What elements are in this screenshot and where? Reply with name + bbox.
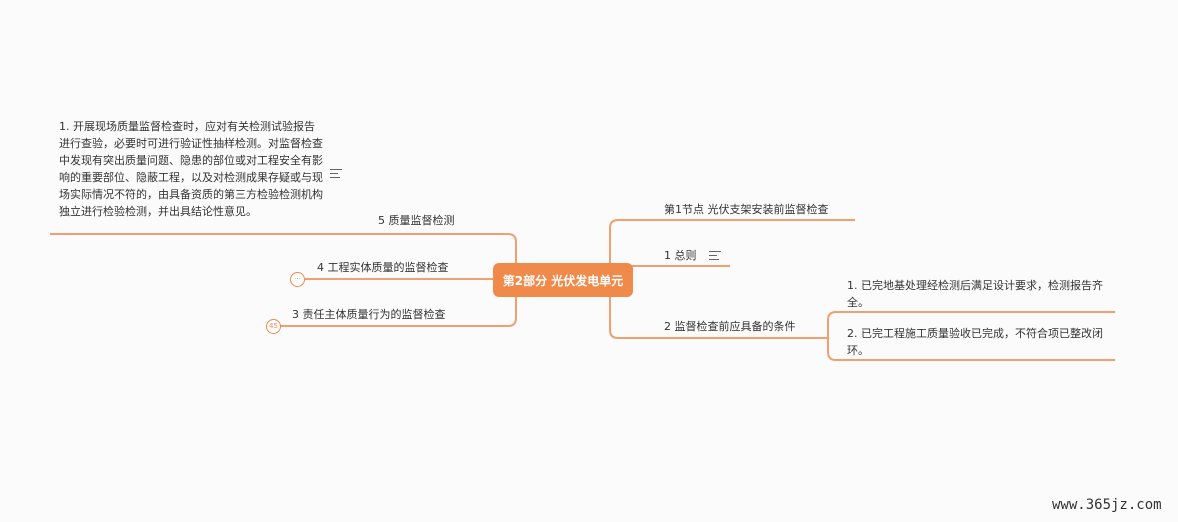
connector-sub-1 [827, 311, 1115, 338]
central-topic-label: 第2部分 光伏发电单元 [502, 273, 624, 288]
sub-item-acceptance[interactable]: 2. 已完工程施工质量验收已完成，不符合项已整改闭环。 [847, 327, 1103, 357]
collapse-count-badge[interactable]: 45 [266, 319, 281, 334]
branch-entity-quality-inspection[interactable]: 4 工程实体质量的监督检查 [317, 261, 449, 274]
branch-responsible-party-inspection[interactable]: 3 责任主体质量行为的监督检查 [292, 308, 446, 321]
central-topic[interactable]: 第2部分 光伏发电单元 [493, 263, 633, 297]
connector-left-5 [50, 233, 517, 263]
note-icon[interactable] [709, 251, 721, 260]
branch-node-1[interactable]: 第1节点 光伏支架安装前监督检查 [664, 203, 829, 216]
branch-quality-testing[interactable]: 5 质量监督检测 [378, 214, 455, 227]
connector-sub-2 [827, 338, 1115, 361]
connector-right-1 [609, 219, 855, 280]
connector-left-3 [280, 297, 517, 327]
sub-item-foundation[interactable]: 1. 已完地基处理经检测后满足设计要求，检测报告齐全。 [847, 279, 1103, 309]
collapse-icon[interactable]: ··· [290, 272, 305, 287]
watermark: www.365jz.com [1052, 497, 1162, 513]
note-text-quality-inspection: 1. 开展现场质量监督检查时，应对有关检测试验报告进行查验，必要时可进行验证性抽… [59, 120, 323, 218]
branch-preconditions[interactable]: 2 监督检查前应具备的条件 [664, 320, 796, 333]
note-icon[interactable] [330, 169, 342, 178]
connector-right-3 [609, 279, 828, 339]
branch-general[interactable]: 1 总则 [664, 249, 697, 262]
